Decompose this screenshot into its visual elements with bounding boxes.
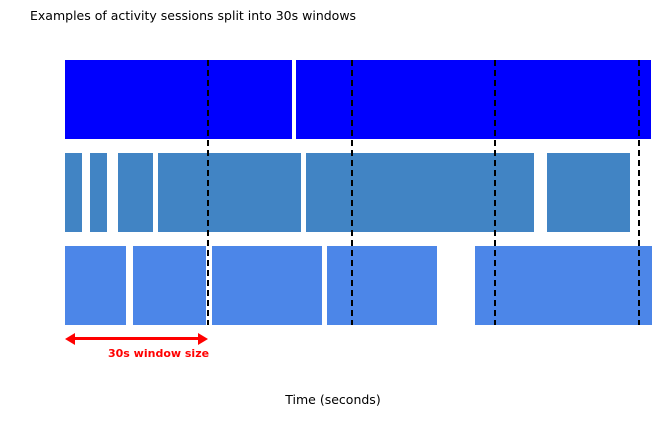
activity-segment-session-row-3 [327, 246, 438, 325]
arrow-left-head-icon [65, 332, 75, 345]
activity-segment-session-row-3 [132, 246, 207, 325]
time-axis-label: Time (seconds) [285, 392, 381, 407]
activity-segment-session-row-2 [547, 153, 630, 232]
activity-segment-session-row-2 [89, 153, 108, 232]
activity-segment-session-row-3 [474, 246, 653, 325]
arrow-right-head-icon [198, 332, 209, 345]
window-boundary-line [207, 60, 210, 325]
figure-title: Examples of activity sessions split into… [30, 8, 357, 23]
activity-segment-session-row-3 [65, 246, 127, 325]
activity-segment-session-row-1 [296, 60, 651, 139]
window-size-annotation-label: 30s window size [108, 347, 210, 360]
activity-segment-session-row-2 [158, 153, 302, 232]
activity-segment-session-row-2 [118, 153, 153, 232]
activity-segment-session-row-2 [306, 153, 534, 232]
activity-segment-session-row-3 [212, 246, 323, 325]
window-boundary-line [350, 60, 353, 325]
window-boundary-line [637, 60, 640, 325]
activity-segment-session-row-1 [65, 60, 292, 139]
window-boundary-line [494, 60, 497, 325]
activity-segment-session-row-2 [65, 153, 83, 232]
arrow-line [73, 337, 201, 340]
